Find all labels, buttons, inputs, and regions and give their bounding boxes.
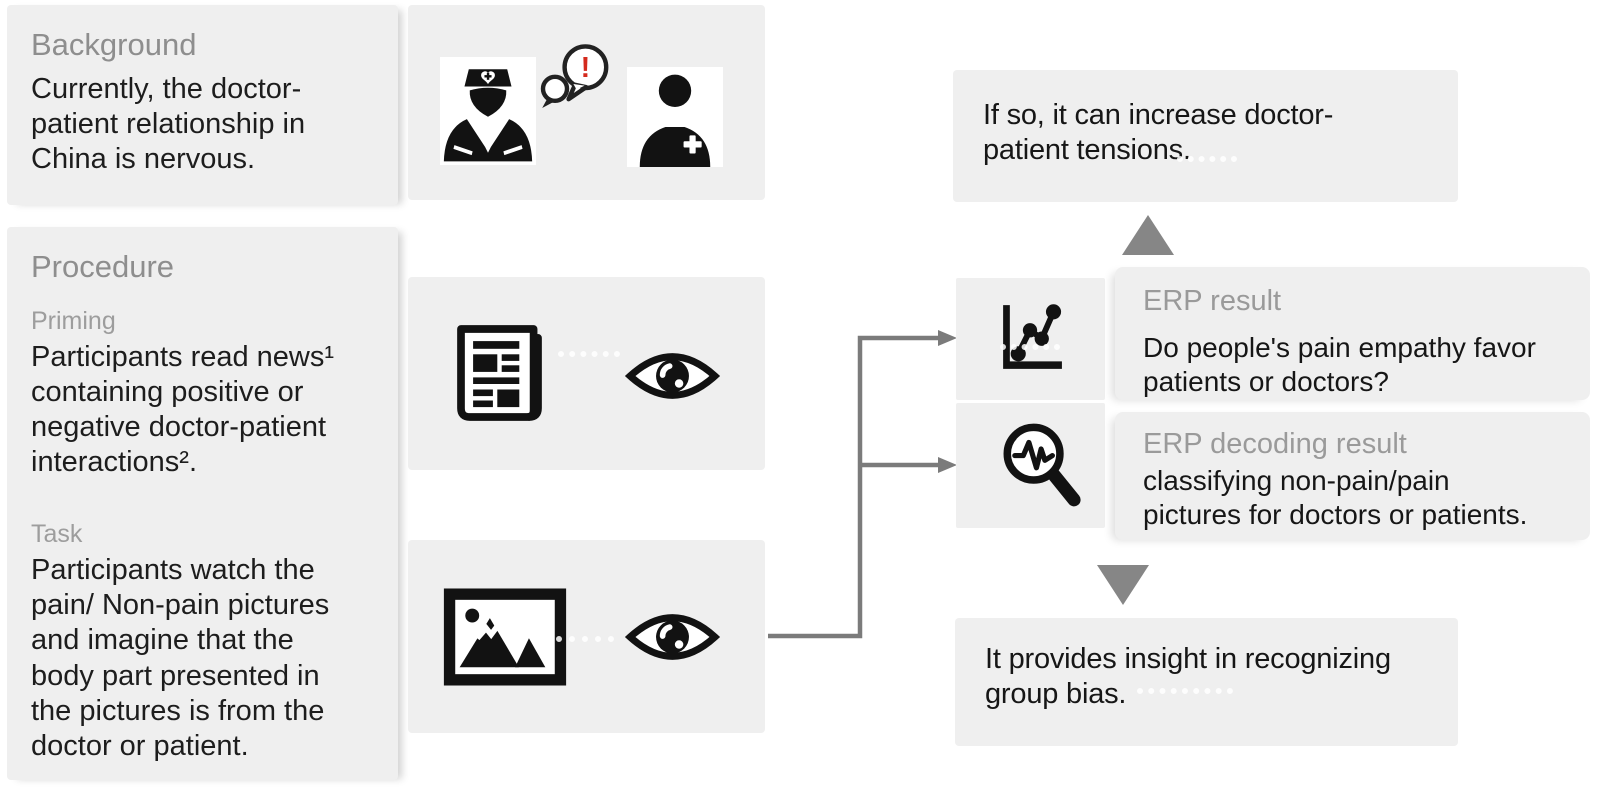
insight-outcome-box: It provides insight in recognizing group… — [955, 618, 1458, 746]
picture-icon — [442, 586, 568, 688]
task-label: Task — [31, 520, 83, 549]
erp-result-card: ERP result Do people's pain empathy favo… — [1115, 267, 1590, 400]
tension-outcome-box: If so, it can increase doctor- patient t… — [953, 70, 1458, 202]
faint-dots — [1000, 344, 1060, 350]
eye-icon — [624, 605, 721, 669]
background-card: Background Currently, the doctor- patien… — [7, 5, 398, 205]
procedure-card: Procedure Priming Participants read news… — [7, 227, 398, 780]
background-title: Background — [31, 27, 197, 62]
faint-dots — [558, 351, 620, 357]
patient-icon-bg — [627, 67, 723, 167]
tension-outcome-text: If so, it can increase doctor- patient t… — [983, 99, 1334, 167]
task-body: Participants watch the pain/ Non-pain pi… — [31, 554, 330, 762]
doctor-icon-bg — [440, 57, 536, 165]
down-triangle-icon — [1097, 565, 1149, 605]
task-pictures-box — [408, 540, 765, 733]
waveform-magnifier-icon — [996, 417, 1090, 513]
erp-result-icon-box — [956, 278, 1105, 400]
insight-outcome-text: It provides insight in recognizing group… — [985, 643, 1391, 711]
faint-dots — [1137, 688, 1233, 694]
newspaper-icon — [450, 317, 560, 429]
line-chart-icon — [988, 293, 1072, 381]
arrowhead-icon — [938, 457, 957, 473]
eye-icon — [624, 344, 721, 408]
speech-bubbles-alert-icon: ! — [535, 31, 623, 129]
doctor-patient-conflict-box: ! — [408, 5, 765, 200]
priming-news-box — [408, 277, 765, 470]
arrowhead-icon — [938, 330, 957, 346]
erp-decoding-icon-box — [956, 403, 1105, 528]
doctor-icon — [443, 69, 533, 162]
alert-exclamation: ! — [581, 52, 591, 84]
erp-result-body: Do people's pain empathy favor patients … — [1143, 332, 1536, 398]
erp-decoding-title: ERP decoding result — [1143, 428, 1407, 460]
erp-decoding-card: ERP decoding result classifying non-pain… — [1115, 412, 1590, 540]
up-triangle-icon — [1122, 215, 1174, 255]
procedure-title: Procedure — [31, 249, 175, 284]
erp-result-title: ERP result — [1143, 285, 1282, 317]
erp-decoding-body: classifying non-pain/pain pictures for d… — [1143, 465, 1528, 531]
background-body: Currently, the doctor- patient relations… — [31, 73, 306, 176]
priming-body: Participants read news¹ containing posit… — [31, 341, 335, 479]
patient-icon — [639, 74, 711, 167]
priming-label: Priming — [31, 307, 116, 335]
faint-dots — [556, 636, 614, 642]
faint-dots — [1177, 156, 1237, 162]
